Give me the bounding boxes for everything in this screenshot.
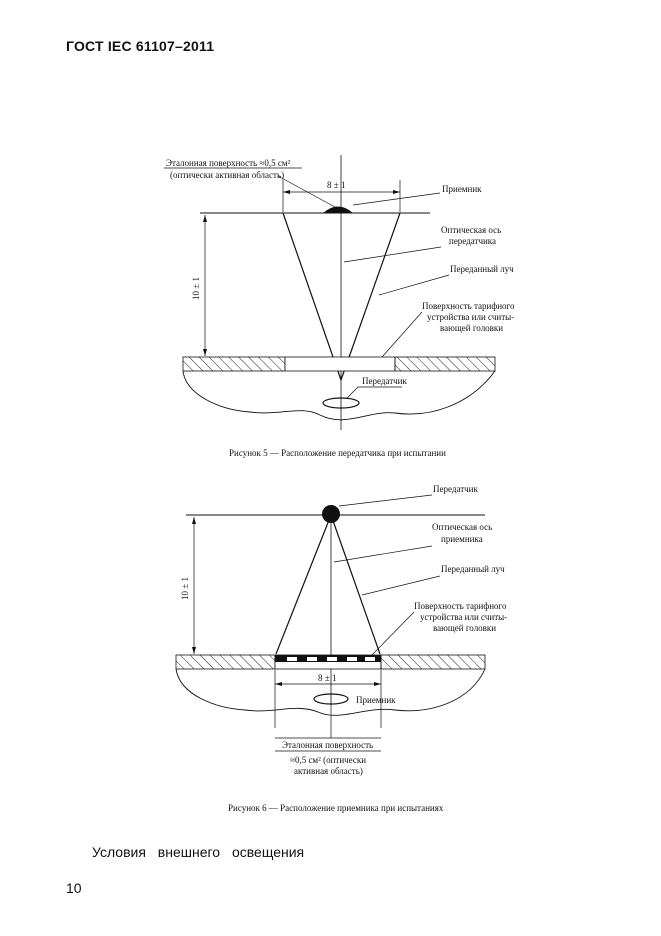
fig5-vertical-dimension: 10 ± 1 [191,277,201,300]
section-paragraph: Условия внешнего освещения [92,844,305,860]
fig6-receiver-ellipse [313,693,349,705]
fig5-caption: Рисунок 5 — Расположение передатчика при… [229,448,446,458]
fig5-transmitter-label: Передатчик [362,376,407,386]
fig5-ref-surface-label-1: Эталонная поверхность ≈0,5 см² [166,158,291,168]
fig5-housing-outline [182,370,496,421]
fig6-surface-label-2: устройства или считы- [420,612,507,622]
fig6-optical-axis-label-1: Оптическая ось [432,522,492,532]
fig6-housing-outline [175,668,486,716]
fig6-surface-label-3: вающей головки [433,623,496,633]
fig5-transmitter-ellipse [322,397,360,409]
fig6-beam-label: Переданный луч [441,564,505,574]
fig6-ref-surface-label-3: активная область) [294,766,363,776]
fig5-dimension-width: 8 ± 1 [327,180,345,190]
fig5-receiver-label: Приемник [442,184,482,194]
fig6-receiver-strip [275,655,381,662]
fig5-beam-label: Переданный луч [450,264,514,274]
page-number: 10 [66,880,82,896]
figure-5-drawing: Эталонная поверхность ≈0,5 см² (оптическ… [164,155,515,458]
figure-6: Передатчик Оптическая ось приемника Пере… [0,470,661,820]
fig5-surface-label-2: устройства или считы- [427,312,514,322]
fig6-caption: Рисунок 6 — Расположение приемника при и… [228,803,444,813]
fig5-optical-axis-label-1: Оптическая ось [441,225,501,235]
fig6-ref-surface-label-2: ≈0,5 см² (оптически [290,755,366,765]
fig6-surface-label-1: Поверхность тарифного [414,601,507,611]
fig5-ref-surface-label-2: (оптически активная область) [170,170,284,180]
figure-5: Эталонная поверхность ≈0,5 см² (оптическ… [0,0,661,460]
fig6-optical-axis-label-2: приемника [441,534,483,544]
document-header: ГОСТ IEC 61107–2011 [66,38,215,54]
fig6-transmitter-label: Передатчик [433,484,478,494]
fig6-dimension-width: 8 ± 1 [318,673,336,683]
fig6-receiver-label: Приемник [356,695,396,705]
fig6-vertical-dimension: 10 ± 1 [180,577,190,600]
fig6-ref-surface-label-1: Эталонная поверхность [282,740,373,750]
fig6-transmitter-ball [322,505,340,523]
fig5-surface-label-1: Поверхность тарифного [422,301,515,311]
fig5-optical-axis-label-2: передатчика [449,236,496,246]
fig5-receiver-dome [323,206,353,213]
figure-6-drawing: Передатчик Оптическая ось приемника Пере… [175,484,507,813]
fig5-surface-label-3: вающей головки [440,323,503,333]
